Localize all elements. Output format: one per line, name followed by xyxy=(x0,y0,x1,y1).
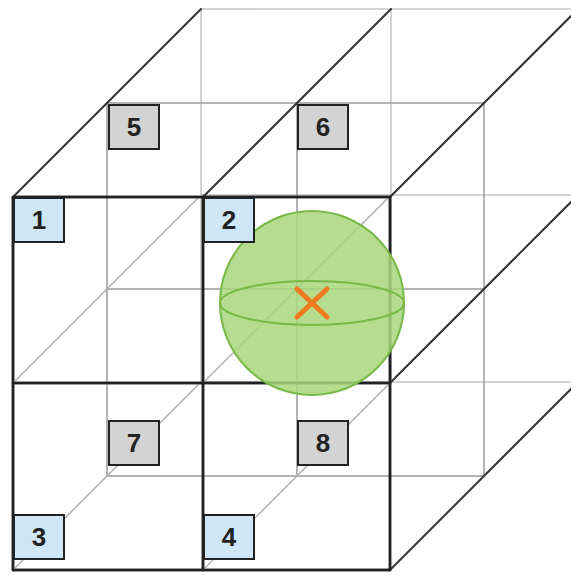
grid-line xyxy=(13,569,390,572)
grid-line xyxy=(13,196,390,199)
sphere-equator xyxy=(220,281,404,325)
octant-label: 2 xyxy=(203,197,255,243)
grid-line xyxy=(13,569,390,572)
callout-number: 6 xyxy=(316,114,330,140)
octant-label: 4 xyxy=(203,514,255,560)
octant-label: 6 xyxy=(297,104,349,150)
grid-line xyxy=(201,194,571,196)
callout-number: 3 xyxy=(32,524,46,550)
octant-label: 7 xyxy=(108,420,160,466)
grid-line xyxy=(203,382,391,570)
callout-number: 2 xyxy=(222,207,236,233)
callout-number: 4 xyxy=(222,524,236,550)
center-mark xyxy=(297,289,327,317)
grid-line xyxy=(13,195,201,383)
callout-number: 8 xyxy=(316,430,330,456)
grid-line xyxy=(13,9,201,197)
octant-label: 5 xyxy=(108,104,160,150)
cube-grid xyxy=(13,9,571,570)
grid-line xyxy=(390,382,571,570)
grid-line xyxy=(201,8,571,10)
grid-line xyxy=(203,9,391,197)
octant-label: 1 xyxy=(13,197,65,243)
grid-line xyxy=(13,196,390,199)
callout-number: 1 xyxy=(32,207,46,233)
octant-label: 8 xyxy=(297,420,349,466)
grid-line xyxy=(390,195,571,383)
grid-line xyxy=(390,9,571,197)
callout-number: 7 xyxy=(127,430,141,456)
grid-line xyxy=(13,382,201,570)
octant-label: 3 xyxy=(13,514,65,560)
callout-number: 5 xyxy=(127,114,141,140)
